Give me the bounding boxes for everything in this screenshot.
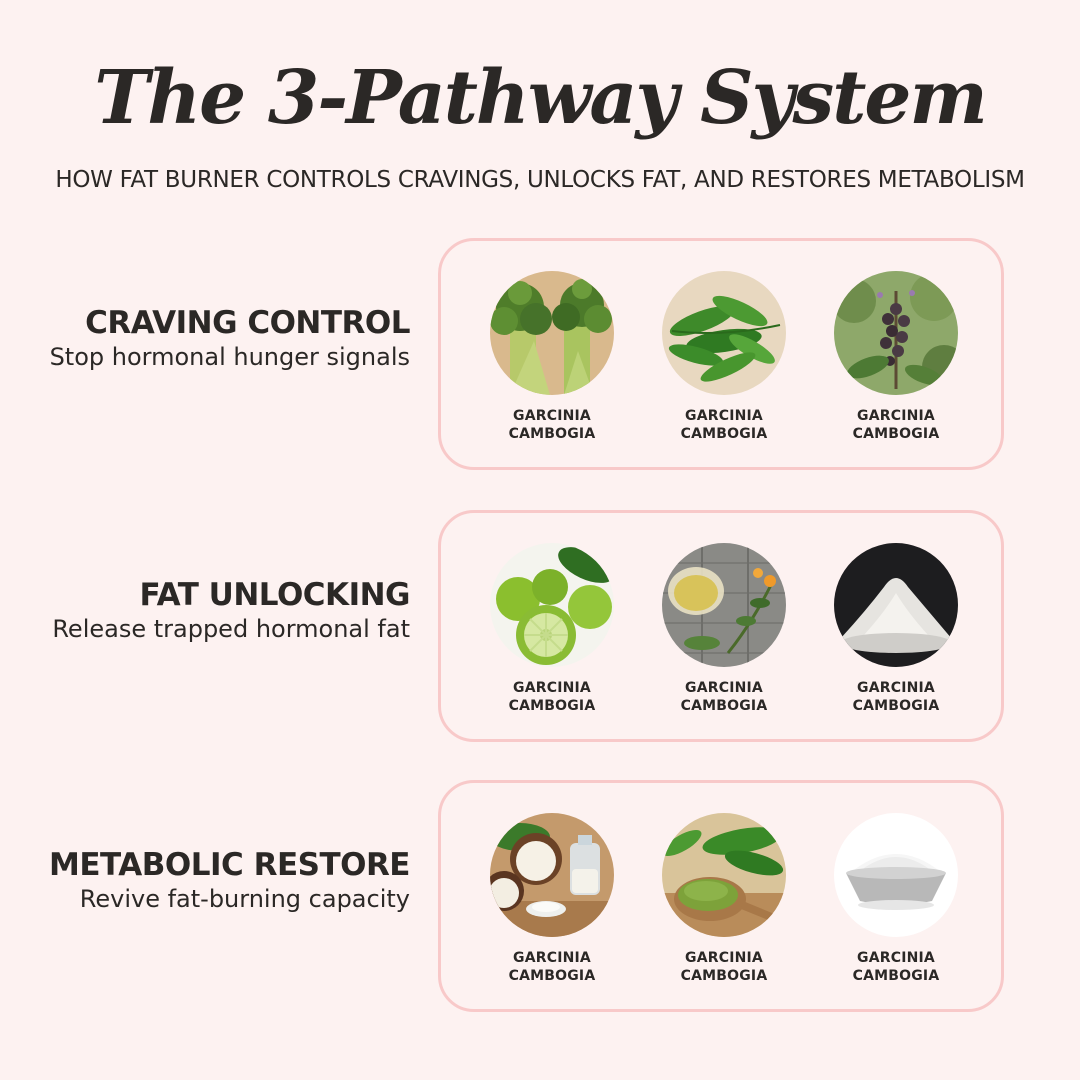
ingredient-name: GARCINIA CAMBOGIA <box>508 950 596 984</box>
pathway-heading: FAT UNLOCKING <box>139 577 411 613</box>
page-title: The 3-Pathway System <box>94 55 988 141</box>
page-subtitle: HOW FAT BURNER CONTROLS CRAVINGS, UNLOCK… <box>55 167 1025 193</box>
pathway-label: FAT UNLOCKING Release trapped hormonal f… <box>10 577 411 643</box>
ingredient-item: GARCINIA CAMBOGIA <box>649 543 799 715</box>
ingredient-item: GARCINIA CAMBOGIA <box>821 543 971 715</box>
pathway-description: Release trapped hormonal fat <box>52 614 410 643</box>
garcinia-fruit-image <box>490 543 614 667</box>
green-powder-image <box>662 813 786 937</box>
ingredients-card: GARCINIA CAMBOGIA GARCINIA CAMBOGIA <box>438 238 1004 470</box>
ingredient-name: GARCINIA CAMBOGIA <box>508 680 596 714</box>
pathway-craving-control: CRAVING CONTROL Stop hormonal hunger sig… <box>0 238 1080 470</box>
ingredient-item: GARCINIA CAMBOGIA <box>821 813 971 985</box>
green-tea-leaves-image <box>662 271 786 395</box>
coconut-oil-image <box>490 813 614 937</box>
ingredient-name: GARCINIA CAMBOGIA <box>852 950 940 984</box>
ingredient-name: GARCINIA CAMBOGIA <box>852 408 940 442</box>
pathway-heading: CRAVING CONTROL <box>85 305 410 341</box>
ingredient-item: GARCINIA CAMBOGIA <box>649 813 799 985</box>
white-powder-dark-image <box>834 543 958 667</box>
ingredient-name: GARCINIA CAMBOGIA <box>508 408 596 442</box>
pathway-heading: METABOLIC RESTORE <box>49 847 411 883</box>
ingredient-item: GARCINIA CAMBOGIA <box>477 271 627 443</box>
pathway-description: Stop hormonal hunger signals <box>49 342 410 371</box>
ingredients-card: GARCINIA CAMBOGIA GARCINIA CAMBOGIA <box>438 780 1004 1012</box>
herb-seeds-image <box>834 271 958 395</box>
ingredient-item: GARCINIA CAMBOGIA <box>821 271 971 443</box>
white-powder-bowl-image <box>834 813 958 937</box>
pathway-metabolic-restore: METABOLIC RESTORE Revive fat-burning cap… <box>0 780 1080 1012</box>
herbal-tea-image <box>662 543 786 667</box>
pathway-description: Revive fat-burning capacity <box>79 884 410 913</box>
ingredient-name: GARCINIA CAMBOGIA <box>680 950 768 984</box>
ingredients-card: GARCINIA CAMBOGIA GARCINIA CAMBOG <box>438 510 1004 742</box>
ingredient-name: GARCINIA CAMBOGIA <box>680 680 768 714</box>
ingredient-item: GARCINIA CAMBOGIA <box>477 813 627 985</box>
ingredient-name: GARCINIA CAMBOGIA <box>680 408 768 442</box>
ingredient-name: GARCINIA CAMBOGIA <box>852 680 940 714</box>
broccoli-image <box>490 271 614 395</box>
pathway-fat-unlocking: FAT UNLOCKING Release trapped hormonal f… <box>0 510 1080 742</box>
pathway-label: METABOLIC RESTORE Revive fat-burning cap… <box>10 847 411 913</box>
pathway-label: CRAVING CONTROL Stop hormonal hunger sig… <box>10 305 411 371</box>
ingredient-item: GARCINIA CAMBOGIA <box>477 543 627 715</box>
ingredient-item: GARCINIA CAMBOGIA <box>649 271 799 443</box>
